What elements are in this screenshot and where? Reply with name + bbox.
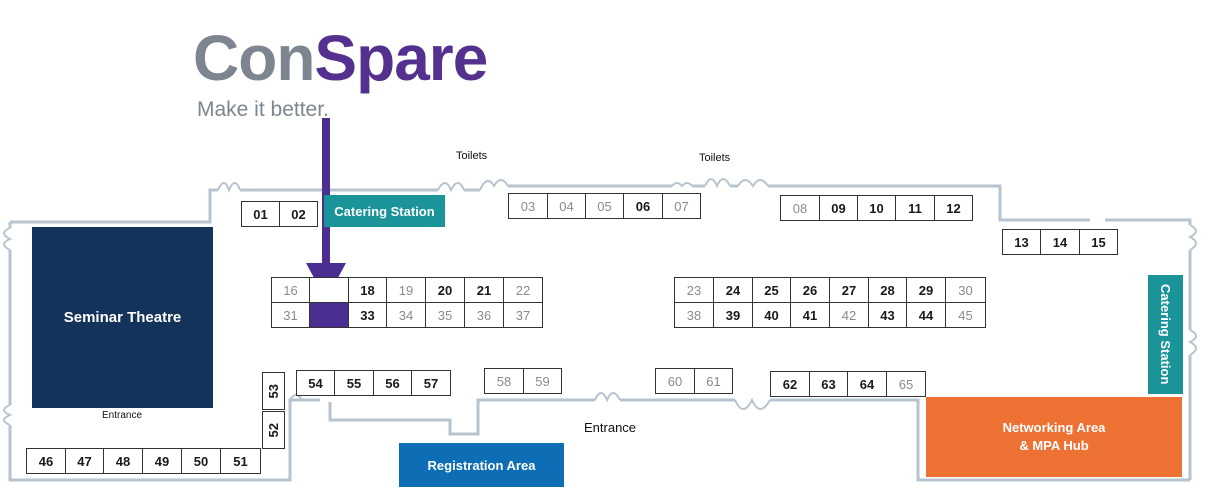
booth-51[interactable]: 51 — [220, 448, 261, 474]
booth-28[interactable]: 28 — [868, 277, 907, 303]
booth-38[interactable]: 38 — [674, 302, 714, 328]
booth-30[interactable]: 30 — [945, 277, 986, 303]
booth-01[interactable]: 01 — [241, 201, 280, 227]
booth-04[interactable]: 04 — [547, 193, 586, 219]
logo-text-con: Con — [193, 22, 315, 94]
booth-58[interactable]: 58 — [484, 368, 524, 394]
booth-41[interactable]: 41 — [790, 302, 830, 328]
logo: ConSpare — [193, 26, 488, 90]
booth-34[interactable]: 34 — [386, 302, 426, 328]
booth-54[interactable]: 54 — [296, 370, 335, 396]
booth-63[interactable]: 63 — [809, 371, 848, 397]
booth-46[interactable]: 46 — [26, 448, 66, 474]
booth-49[interactable]: 49 — [142, 448, 182, 474]
booth-25[interactable]: 25 — [752, 277, 791, 303]
booth-53[interactable]: 53 — [262, 372, 285, 410]
booth-16[interactable]: 16 — [271, 277, 310, 303]
booth-08[interactable]: 08 — [780, 195, 820, 221]
registration-area: Registration Area — [399, 443, 564, 487]
booth-12[interactable]: 12 — [934, 195, 973, 221]
booth-62[interactable]: 62 — [770, 371, 810, 397]
booth-07[interactable]: 07 — [662, 193, 701, 219]
booth-59[interactable]: 59 — [523, 368, 562, 394]
booth-32-highlighted[interactable] — [309, 302, 349, 328]
booth-23[interactable]: 23 — [674, 277, 714, 303]
booth-48[interactable]: 48 — [103, 448, 143, 474]
booth-26[interactable]: 26 — [790, 277, 830, 303]
booth-37[interactable]: 37 — [503, 302, 543, 328]
booth-11[interactable]: 11 — [895, 195, 935, 221]
booth-56[interactable]: 56 — [373, 370, 412, 396]
booth-65[interactable]: 65 — [886, 371, 926, 397]
booth-13[interactable]: 13 — [1002, 229, 1041, 255]
toilets-label-2: Toilets — [699, 152, 731, 164]
booth-10[interactable]: 10 — [857, 195, 896, 221]
booth-31[interactable]: 31 — [271, 302, 310, 328]
booth-36[interactable]: 36 — [464, 302, 504, 328]
catering-station-right: Catering Station — [1148, 275, 1183, 394]
booth-39[interactable]: 39 — [713, 302, 753, 328]
booth-14[interactable]: 14 — [1040, 229, 1080, 255]
booth-57[interactable]: 57 — [411, 370, 451, 396]
booth-52[interactable]: 52 — [262, 411, 285, 449]
booth-33[interactable]: 33 — [348, 302, 387, 328]
networking-area: Networking Area & MPA Hub — [926, 397, 1182, 477]
main-entrance-label: Entrance — [584, 420, 637, 435]
booth-53-label: 53 — [266, 383, 281, 399]
booth-64[interactable]: 64 — [847, 371, 887, 397]
catering-station-top: Catering Station — [324, 195, 445, 227]
booth-40[interactable]: 40 — [752, 302, 791, 328]
booth-05[interactable]: 05 — [585, 193, 624, 219]
booth-61[interactable]: 61 — [694, 368, 733, 394]
booth-24[interactable]: 24 — [713, 277, 753, 303]
booth-50[interactable]: 50 — [181, 448, 221, 474]
networking-label-1: Networking Area — [1002, 420, 1106, 436]
booth-02[interactable]: 02 — [279, 201, 318, 227]
booth-06[interactable]: 06 — [623, 193, 663, 219]
networking-label-2: & MPA Hub — [1019, 438, 1089, 453]
booth-43[interactable]: 43 — [868, 302, 907, 328]
toilets-label-1: Toilets — [456, 150, 488, 162]
seminar-entrance-label: Entrance — [102, 410, 143, 421]
booth-18[interactable]: 18 — [348, 277, 387, 303]
logo-text-spare: Spare — [314, 22, 488, 94]
booth-52-label: 52 — [266, 422, 281, 438]
booth-47[interactable]: 47 — [65, 448, 104, 474]
booth-22[interactable]: 22 — [503, 277, 543, 303]
tagline: Make it better. — [197, 98, 329, 121]
booth-27[interactable]: 27 — [829, 277, 869, 303]
booth-60[interactable]: 60 — [655, 368, 695, 394]
booth-35[interactable]: 35 — [425, 302, 465, 328]
booth-21[interactable]: 21 — [464, 277, 504, 303]
booth-20[interactable]: 20 — [425, 277, 465, 303]
seminar-theatre: Seminar Theatre — [32, 227, 213, 408]
booth-17[interactable] — [309, 277, 349, 303]
booth-15[interactable]: 15 — [1079, 229, 1118, 255]
booth-29[interactable]: 29 — [906, 277, 946, 303]
booth-44[interactable]: 44 — [906, 302, 946, 328]
booth-55[interactable]: 55 — [334, 370, 374, 396]
booth-42[interactable]: 42 — [829, 302, 869, 328]
booth-45[interactable]: 45 — [945, 302, 986, 328]
booth-09[interactable]: 09 — [819, 195, 858, 221]
catering-station-right-label: Catering Station — [1158, 284, 1173, 385]
booth-03[interactable]: 03 — [508, 193, 548, 219]
booth-19[interactable]: 19 — [386, 277, 426, 303]
